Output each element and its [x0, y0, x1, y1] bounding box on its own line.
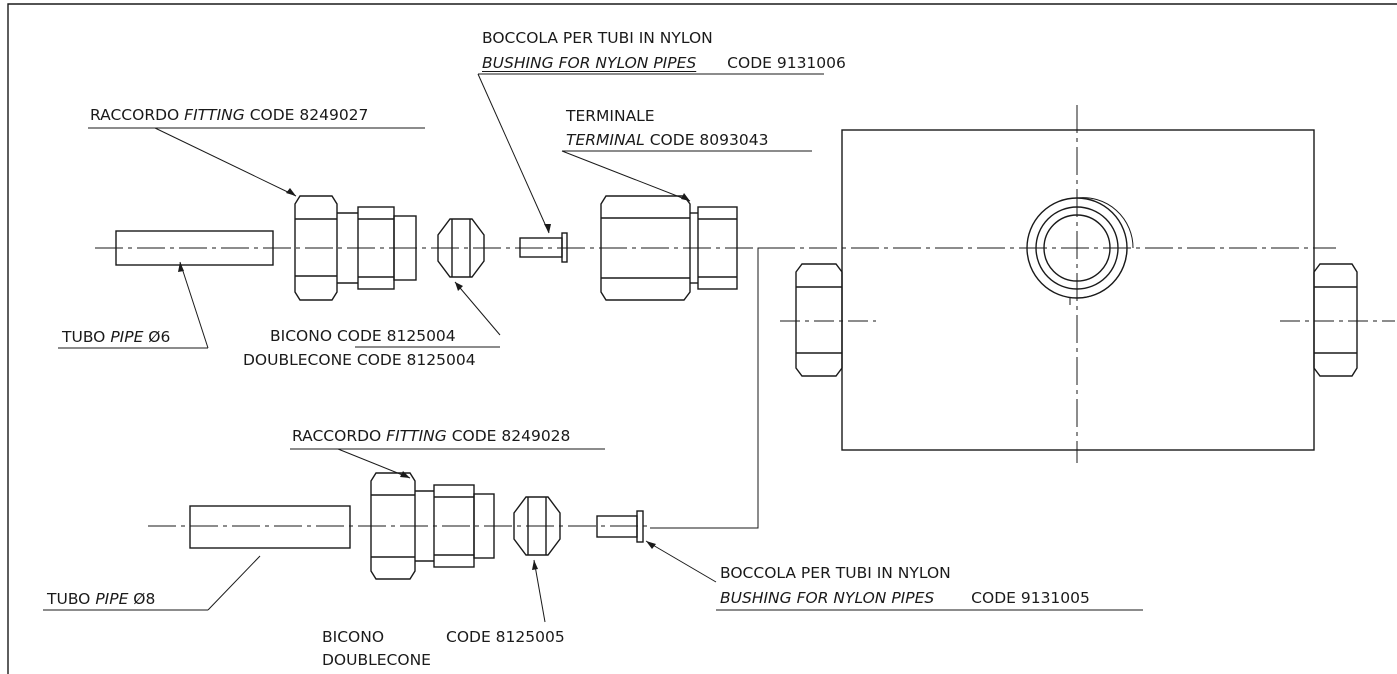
leader-lines: [43, 73, 1143, 623]
bushing-bot-en: BUSHING FOR NYLON PIPES: [720, 589, 935, 607]
pipe6-size: Ø6: [143, 328, 171, 346]
pipe-8-part: [189, 505, 351, 549]
fitting-top-label: RACCORDO FITTING CODE 8249027: [90, 106, 368, 124]
fitting-top-code: CODE 8249027: [244, 106, 369, 124]
fitting-bottom-part: [370, 472, 495, 580]
doublecone-bottom-label: DOUBLECONE: [322, 651, 431, 669]
bicone-bottom-label: BICONO: [322, 628, 385, 646]
arrow-heads: [178, 188, 690, 570]
terminal-label: TERMINALE: [566, 107, 655, 125]
pipe-6-part: [115, 230, 274, 266]
pipe6-en: PIPE: [110, 328, 144, 346]
fitting-bottom-label: RACCORDO FITTING CODE 8249028: [292, 427, 570, 445]
bushing-top-label-en: BUSHING FOR NYLON PIPES CODE 9131006: [482, 54, 846, 72]
bushing-top-en: BUSHING FOR NYLON PIPES: [482, 54, 697, 72]
bicone-top-part: [437, 218, 485, 278]
connector-line: [650, 247, 770, 529]
frame-border: [7, 3, 1397, 674]
bushing-bottom-label-en: BUSHING FOR NYLON PIPES CODE 9131005: [720, 589, 1090, 607]
bushing-bot-code: CODE 9131005: [971, 589, 1090, 607]
pipe8-label: TUBO PIPE Ø8: [47, 590, 155, 608]
doublecone-top-label: DOUBLECONE CODE 8125004: [243, 351, 476, 369]
fitting-bot-en: FITTING: [386, 427, 447, 445]
pipe6-it: TUBO: [62, 328, 111, 346]
pipe8-size: Ø8: [128, 590, 156, 608]
fitting-top-it: RACCORDO: [90, 106, 185, 124]
bushing-bottom-part: [596, 510, 644, 543]
terminal-code: CODE 8093043: [644, 131, 769, 149]
bushing-top-label: BOCCOLA PER TUBI IN NYLON: [482, 29, 713, 47]
terminal-en: TERMINAL: [566, 131, 645, 149]
pipe6-label: TUBO PIPE Ø6: [62, 328, 170, 346]
pipe8-it: TUBO: [47, 590, 96, 608]
pipe8-en: PIPE: [95, 590, 129, 608]
plug-left-part: [780, 263, 876, 377]
bicone-top-label: BICONO CODE 8125004: [270, 327, 456, 345]
terminal-label-en: TERMINAL CODE 8093043: [566, 131, 768, 149]
fitting-top-en: FITTING: [184, 106, 245, 124]
fitting-bot-code: CODE 8249028: [446, 427, 571, 445]
bushing-top-code: CODE 9131006: [727, 54, 846, 72]
plug-right-part: [1280, 263, 1395, 377]
valve-block-part: [841, 105, 1315, 463]
fitting-bot-it: RACCORDO: [292, 427, 387, 445]
bushing-top-part: [519, 232, 568, 263]
bushing-bottom-label: BOCCOLA PER TUBI IN NYLON: [720, 564, 951, 582]
bicone-bottom-code: CODE 8125005: [446, 628, 565, 646]
fitting-top-part: [294, 195, 417, 301]
terminal-part: [600, 195, 738, 301]
bicone-bottom-part: [513, 496, 561, 556]
